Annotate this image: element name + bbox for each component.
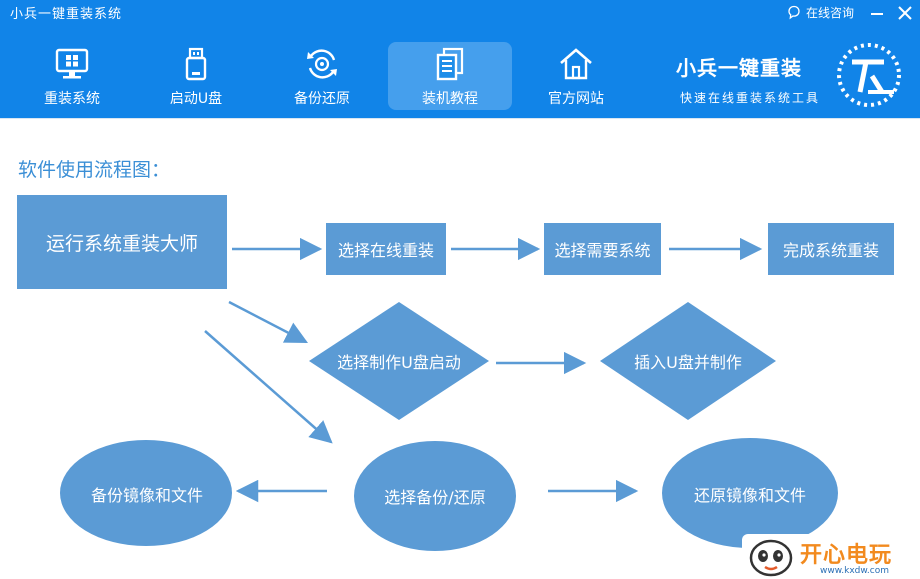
- content-area: 软件使用流程图： 运行系统重装大师 选择在线重装 选择需要系统 完成系统重装 选…: [0, 118, 920, 579]
- flow-text-online-3: 完成系统重装: [782, 241, 879, 260]
- section-title: 软件使用流程图：: [18, 159, 171, 181]
- site-watermark: 开心电玩 www.kxdw.com: [742, 534, 920, 579]
- flow-text-backup-right: 还原镜像和文件: [693, 486, 806, 505]
- nav-label-reinstall-system: 重装系统: [44, 91, 100, 107]
- flow-text-backup-center: 选择备份/还原: [384, 488, 486, 507]
- flow-node-backup-right: [662, 438, 838, 548]
- usb-drive-icon: [185, 47, 207, 81]
- nav-label-official-website: 官方网站: [548, 91, 604, 107]
- nav-item-install-tutorial[interactable]: 装机教程: [388, 42, 512, 110]
- minimize-icon: [871, 13, 883, 15]
- nav-item-backup-restore[interactable]: 备份还原: [260, 42, 384, 110]
- brand-subtitle: 快速在线重装系统工具: [680, 91, 821, 105]
- app-title: 小兵一键重装系统: [10, 7, 123, 22]
- flow-arrow: [228, 300, 308, 344]
- online-consult-label: 在线咨询: [806, 6, 855, 20]
- nav-label-backup-restore: 备份还原: [294, 91, 350, 107]
- flow-text-online-1: 选择在线重装: [337, 241, 434, 260]
- minimize-button[interactable]: [866, 2, 888, 24]
- flow-text-usb-1: 选择制作U盘启动: [337, 353, 461, 372]
- brand-name: 小兵一键重装: [676, 56, 802, 80]
- flow-node-online-1: [326, 223, 446, 275]
- flow-text-start: 运行系统重装大师: [45, 232, 198, 255]
- flow-node-usb-2: [600, 302, 776, 420]
- brand-logo-icon: [837, 43, 901, 107]
- watermark-text: 开心电玩: [800, 543, 893, 568]
- nav-label-install-tutorial: 装机教程: [422, 91, 478, 107]
- flow-text-usb-2: 插入U盘并制作: [634, 353, 742, 372]
- home-icon: [560, 48, 592, 80]
- nav-item-reinstall-system[interactable]: 重装系统: [10, 42, 134, 110]
- flow-node-online-3: [768, 223, 894, 275]
- nav-item-official-website[interactable]: 官方网站: [514, 42, 638, 110]
- monitor-icon: [55, 48, 89, 79]
- flow-node-usb-1: [309, 302, 489, 420]
- flowchart: [17, 195, 894, 551]
- online-consult-button[interactable]: 在线咨询: [786, 4, 854, 21]
- flow-arrow: [204, 330, 333, 444]
- nav-label-boot-usb: 启动U盘: [169, 91, 223, 107]
- backup-restore-icon: [307, 49, 337, 79]
- flow-text-online-2: 选择需要系统: [554, 241, 651, 260]
- flow-node-start: [17, 195, 227, 289]
- watermark-url: www.kxdw.com: [820, 566, 889, 576]
- tutorial-document-icon: [436, 47, 464, 81]
- flow-text-backup-left: 备份镜像和文件: [90, 486, 203, 505]
- nav-item-boot-usb[interactable]: 启动U盘: [134, 42, 258, 110]
- chat-bubble-icon: [788, 5, 800, 19]
- mascot-icon: [749, 539, 793, 577]
- close-button[interactable]: [894, 2, 916, 24]
- title-bar: 小兵一键重装系统 在线咨询: [0, 0, 920, 26]
- close-icon: [898, 6, 912, 20]
- flow-node-backup-center: [354, 441, 516, 551]
- app-header: 小兵一键重装系统 在线咨询 重装系统: [0, 0, 920, 118]
- flow-node-online-2: [544, 223, 661, 275]
- flow-node-backup-left: [60, 440, 232, 546]
